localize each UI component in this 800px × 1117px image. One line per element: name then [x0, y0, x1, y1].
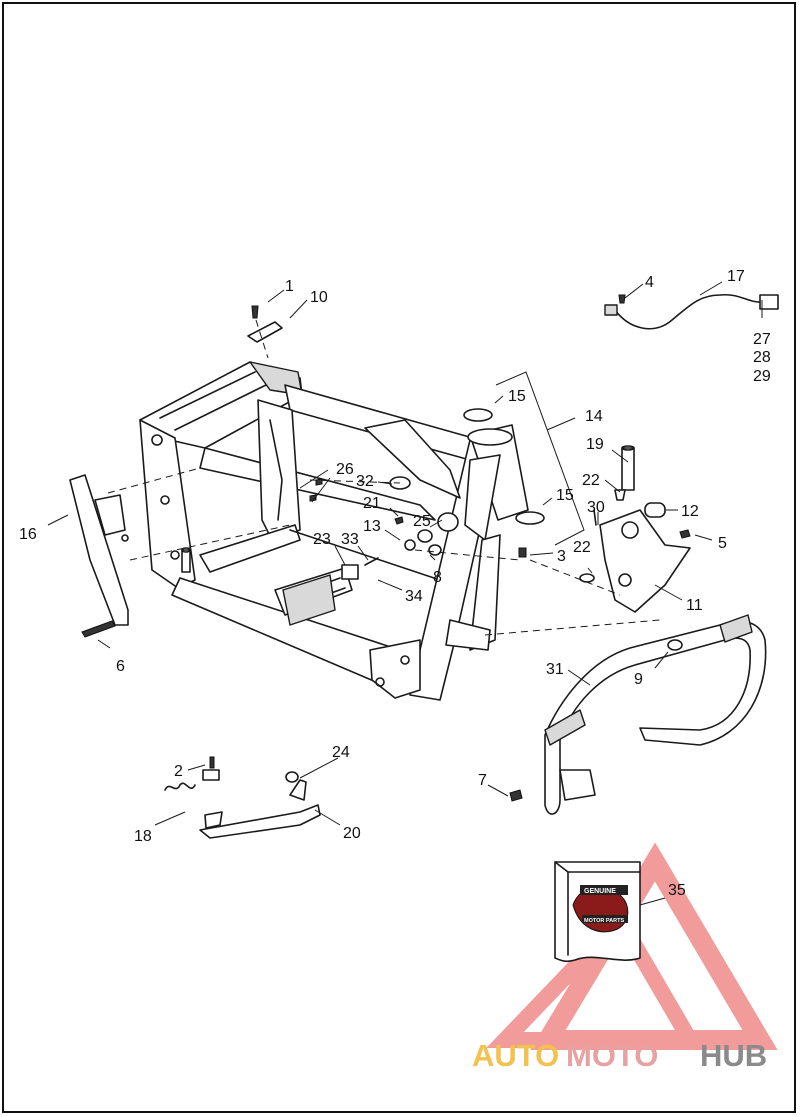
- clip-23: [341, 564, 359, 580]
- callout-15-upper: 15: [508, 388, 526, 405]
- callout-9: 9: [634, 671, 643, 688]
- callout-7: 7: [478, 772, 487, 789]
- bolt-21: [394, 516, 404, 525]
- race-15-lower: [515, 511, 545, 525]
- bolt-4: [618, 294, 626, 304]
- callout-19: 19: [586, 436, 604, 453]
- sensor-17: [604, 293, 779, 330]
- callout-11: 11: [686, 597, 703, 614]
- callout-8: 8: [433, 569, 442, 586]
- callout-23: 23: [313, 531, 331, 548]
- kickstand-assembly: [164, 756, 321, 839]
- callout-33: 33: [341, 531, 359, 548]
- pin-3: [518, 547, 527, 558]
- bushing-12: [644, 502, 666, 518]
- callout-3: 3: [557, 548, 566, 565]
- callout-15-lower: 15: [556, 487, 574, 504]
- callout-24: 24: [332, 744, 350, 761]
- callout-28: 28: [753, 349, 771, 366]
- callout-6: 6: [116, 658, 125, 675]
- watermark-auto: AUTO: [472, 1038, 559, 1073]
- callout-26: 26: [336, 461, 354, 478]
- callout-22-upper: 22: [582, 472, 600, 489]
- callout-20: 20: [343, 825, 361, 842]
- nut-22b: [579, 573, 595, 583]
- bolt-5: [679, 529, 691, 539]
- callout-31: 31: [546, 661, 564, 678]
- callout-35: 35: [668, 882, 686, 899]
- washer-8: [428, 544, 442, 556]
- callout-17: 17: [727, 268, 745, 285]
- bumper-24: [285, 771, 299, 783]
- side-plate-16: [69, 474, 129, 638]
- rear-upright-right: [257, 399, 301, 541]
- watermark-moto: MOTO: [566, 1038, 658, 1073]
- callout-25: 25: [413, 513, 431, 530]
- pin-19: [621, 447, 635, 491]
- assembly-lines: [107, 467, 661, 636]
- watermark-hub: HUB: [700, 1038, 767, 1073]
- callout-2: 2: [174, 763, 183, 780]
- callout-5: 5: [718, 535, 727, 552]
- engine-guard-31: [509, 614, 767, 815]
- watermark-text: AUTO MOTO HUB: [472, 1038, 767, 1073]
- callout-1: 1: [285, 278, 294, 295]
- spring-18: [164, 782, 196, 791]
- callout-18: 18: [134, 828, 152, 845]
- callout-14: 14: [585, 408, 603, 425]
- genuine-label: GENUINE: [584, 888, 616, 895]
- center-small-parts: [309, 476, 527, 580]
- nut-22: [614, 489, 626, 501]
- callout-21: 21: [363, 495, 381, 512]
- nut-9: [667, 639, 683, 651]
- gusset-plate: [364, 419, 461, 499]
- motor-parts-label: MOTOR PARTS: [584, 918, 624, 924]
- leader-lines: [47, 281, 763, 906]
- callout-labels: 1 2 3 4 5 6 7 8 9 10 11 12 13 14 15 15 1…: [19, 268, 771, 899]
- callout-22-lower: 22: [573, 539, 591, 556]
- callout-30: 30: [587, 499, 605, 516]
- callout-16: 16: [19, 526, 37, 543]
- callout-13: 13: [363, 518, 381, 535]
- callout-10: 10: [310, 289, 328, 306]
- bolt-6: [81, 620, 116, 638]
- genuine-parts-box: GENUINE MOTOR PARTS: [554, 861, 641, 963]
- callout-34: 34: [405, 588, 423, 605]
- bolt-1-bracket-10: [247, 305, 283, 359]
- callout-4: 4: [645, 274, 654, 291]
- front-lower-casting: [369, 639, 421, 699]
- watermark-triangle-small: [486, 906, 704, 1048]
- callout-32: 32: [356, 473, 374, 490]
- callout-29: 29: [753, 368, 771, 385]
- front-mount-parts: [579, 445, 691, 613]
- race-15-upper: [463, 408, 493, 422]
- mount-bracket-11: [599, 509, 691, 613]
- jiffy-stand-20: [199, 804, 321, 839]
- bushing-25: [437, 512, 459, 532]
- bolt-7: [509, 789, 523, 802]
- callout-27: 27: [753, 331, 771, 348]
- spacer-13: [404, 539, 416, 551]
- front-lower-tube: [469, 534, 501, 651]
- callout-12: 12: [681, 503, 699, 520]
- clip-33: [364, 557, 379, 566]
- bearing-race-group: [463, 371, 585, 546]
- pin-2: [209, 756, 215, 769]
